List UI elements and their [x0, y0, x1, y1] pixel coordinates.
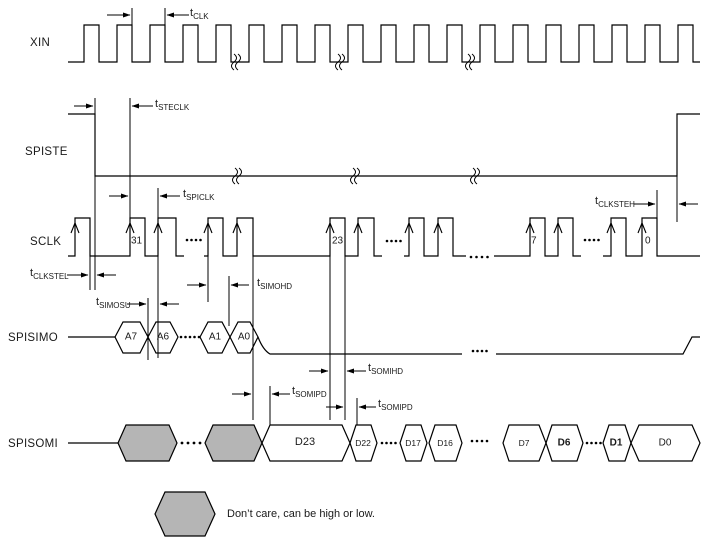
- somi-bit-d17: D17: [405, 438, 421, 448]
- t-steclk-label: tSTECLK: [155, 97, 190, 113]
- somi-bit-d22: D22: [355, 438, 371, 448]
- dont-care-hexagon: [154, 491, 216, 537]
- spisimo-waveform: [68, 321, 700, 355]
- somi-bit-d1: D1: [609, 437, 623, 449]
- spiste-waveform: [68, 113, 700, 177]
- dimension-arrows: [67, 12, 698, 410]
- t-clksteh-label: tCLKSTEH: [595, 194, 635, 210]
- signal-label-spiste: SPISTE: [25, 146, 68, 158]
- break-marks: [231, 53, 480, 185]
- t-somipd-label-2: tSOMIPD: [378, 397, 413, 413]
- t-somipd-label: tSOMIPD: [292, 384, 327, 400]
- t-somihd-label: tSOMIHD: [368, 361, 404, 377]
- simo-bit-a7: A7: [124, 331, 138, 343]
- simo-bit-a1: A1: [208, 331, 222, 343]
- t-clk-label: tCLK: [190, 6, 209, 22]
- simo-bit-a6: A6: [156, 331, 170, 343]
- measurement-lines: [89, 8, 678, 425]
- t-spiclk-label: tSPICLK: [183, 187, 215, 203]
- t-simohd-label: tSIMOHD: [257, 276, 293, 292]
- somi-bit-d23: D23: [294, 436, 316, 448]
- sclk-bit-31: 31: [131, 235, 143, 247]
- legend-hexagon: [154, 491, 216, 537]
- sclk-bit-23: 23: [332, 235, 344, 247]
- legend-dont-care-text: Don’t care, can be high or low.: [227, 508, 375, 520]
- simo-bit-a0: A0: [237, 331, 251, 343]
- sclk-rising-edge-arrows: [70, 221, 647, 234]
- signal-label-xin: XIN: [30, 37, 51, 49]
- ellipsis-dots: [179, 238, 602, 445]
- dont-care-hexagon: [204, 424, 263, 462]
- somi-bit-d16: D16: [437, 438, 453, 448]
- dont-care-hexagon: [117, 424, 178, 462]
- sclk-bit-0: 0: [645, 235, 651, 247]
- t-clkstel-label: tCLKSTEL: [30, 266, 69, 282]
- somi-bit-d0: D0: [658, 437, 672, 449]
- signal-label-spisimo: SPISIMO: [8, 332, 59, 344]
- xin-waveform: [68, 24, 700, 63]
- signal-label-spisomi: SPISOMI: [8, 438, 59, 450]
- sclk-waveform: [68, 217, 700, 257]
- sclk-bit-7: 7: [531, 235, 537, 247]
- spisomi-waveform: [68, 424, 701, 462]
- t-simosu-label: tSIMOSU: [96, 295, 131, 311]
- somi-bit-d6: D6: [557, 437, 571, 449]
- signal-label-sclk: SCLK: [30, 236, 62, 248]
- somi-bit-d7: D7: [518, 438, 530, 448]
